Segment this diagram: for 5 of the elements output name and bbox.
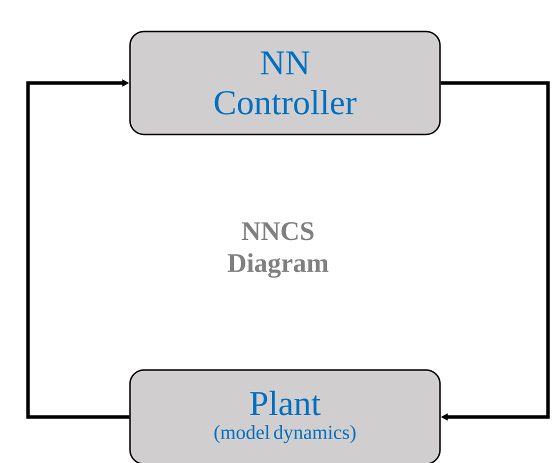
arrow: [26, 79, 130, 419]
process-box: Plant (model dynamics): [129, 369, 441, 463]
arrow: [440, 81, 550, 421]
center-title: NNCS Diagram: [228, 222, 328, 278]
process-box: NN Controller: [129, 30, 441, 136]
